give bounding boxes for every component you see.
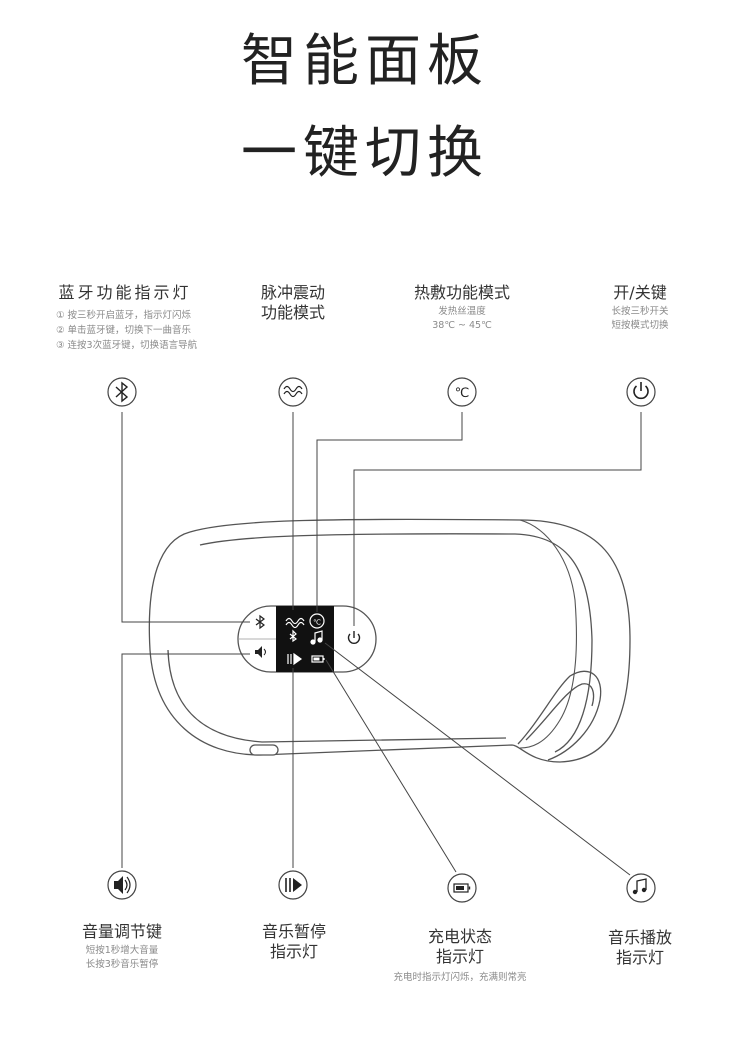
volume-label: 音量调节键 短按1秒增大音量 长按3秒音乐暂停: [62, 922, 182, 972]
bluetooth-label-title: 蓝牙功能指示灯: [58, 283, 192, 302]
panel-celsius-text: ℃: [313, 619, 321, 627]
heat-label-sub2: 38℃ ~ 45℃: [432, 320, 492, 331]
bluetooth-notes: ① 按三秒开启蓝牙，指示灯闪烁 ② 单击蓝牙键，切换下一曲音乐 ③ 连按3次蓝牙…: [56, 308, 197, 353]
pause-play-icon: [278, 870, 308, 900]
volume-label-title: 音量调节键: [81, 922, 162, 941]
pulse-label: 脉冲震动 功能模式: [238, 283, 348, 323]
speaker-icon: [107, 870, 137, 900]
bluetooth-note-2: ② 单击蓝牙键，切换下一曲音乐: [56, 325, 192, 336]
music-label: 音乐播放 指示灯: [590, 928, 690, 968]
page-title-line2: 一键切换: [241, 121, 489, 186]
heat-label: 热敷功能模式 发热丝温度 38℃ ~ 45℃: [392, 283, 532, 333]
power-label-sub1: 长按三秒开关: [611, 306, 669, 317]
bluetooth-icon: [107, 377, 137, 407]
charge-label-sub: 充电时指示灯闪烁，充满则常亮: [393, 972, 527, 983]
music-label-line1: 音乐播放: [607, 928, 672, 947]
pause-label-line2: 指示灯: [269, 942, 318, 961]
leader-heat: [316, 412, 463, 612]
eye-mask-outline: [148, 518, 631, 763]
leader-music: [324, 642, 631, 876]
power-label-title: 开/关键: [613, 283, 667, 302]
pause-label-line1: 音乐暂停: [261, 922, 326, 941]
battery-icon: [447, 873, 477, 903]
bluetooth-note-3: ③ 连按3次蓝牙键，切换语言导航: [56, 340, 198, 351]
page-title-line1: 智能面板: [241, 29, 489, 94]
panel-pause-play-icon: [287, 652, 303, 666]
pulse-label-line1: 脉冲震动: [260, 283, 325, 302]
celsius-icon-text: ℃: [455, 386, 470, 401]
panel-battery-icon: [311, 655, 325, 663]
power-icon: [626, 377, 656, 407]
volume-label-sub2: 长按3秒音乐暂停: [85, 959, 159, 970]
panel-vibration-icon: [285, 617, 305, 629]
charge-label-line1: 充电状态: [427, 927, 492, 946]
bluetooth-label: 蓝牙功能指示灯: [40, 283, 210, 303]
power-label-sub2: 短按模式切换: [611, 320, 669, 331]
panel-heat-icon: [309, 613, 325, 629]
leader-bluetooth: [121, 412, 250, 623]
bluetooth-note-1: ① 按三秒开启蓝牙，指示灯闪烁: [56, 310, 192, 321]
volume-label-sub1: 短按1秒增大音量: [85, 945, 159, 956]
leader-lines: [121, 412, 642, 876]
heat-label-title: 热敷功能模式: [413, 283, 510, 302]
charge-label-line2: 指示灯: [435, 947, 484, 966]
leader-power: [353, 412, 642, 626]
heat-label-sub1: 发热丝温度: [438, 306, 486, 317]
leader-volume: [121, 653, 250, 868]
leader-charge: [325, 659, 457, 873]
control-panel: [237, 605, 377, 673]
pulse-label-line2: 功能模式: [260, 303, 325, 322]
panel-bluetooth-icon[interactable]: [255, 614, 265, 630]
panel-power-button[interactable]: [347, 631, 361, 644]
vibration-icon: [278, 377, 308, 407]
power-label: 开/关键 长按三秒开关 短按模式切换: [590, 283, 690, 333]
charge-label: 充电状态 指示灯 充电时指示灯闪烁，充满则常亮: [380, 927, 540, 985]
pause-label: 音乐暂停 指示灯: [244, 922, 344, 962]
panel-bluetooth-indicator-icon: [289, 629, 298, 643]
celsius-icon: ℃: [447, 377, 477, 407]
panel-music-icon: [310, 630, 323, 645]
panel-volume-icon[interactable]: [255, 646, 266, 658]
music-label-line2: 指示灯: [615, 948, 664, 967]
music-note-icon: [626, 873, 656, 903]
